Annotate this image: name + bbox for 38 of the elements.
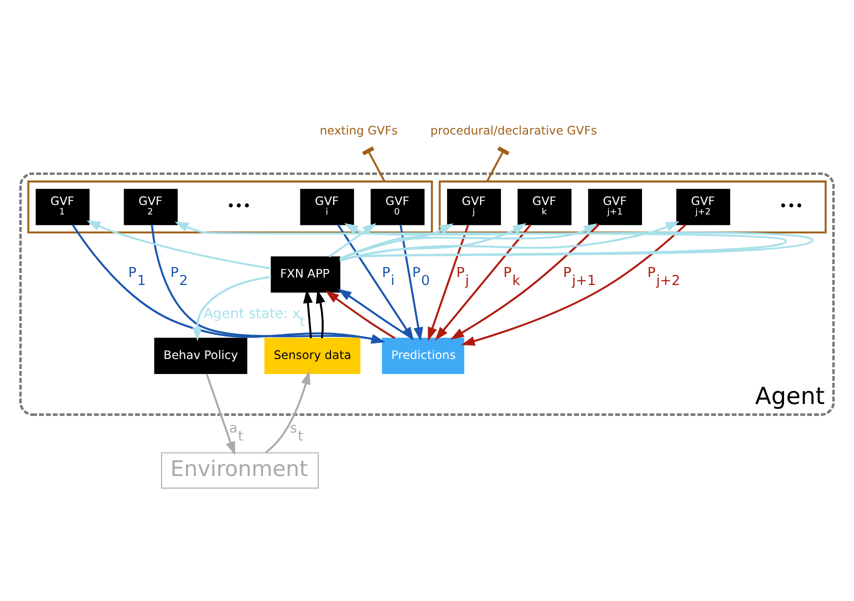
arrow: [325, 290, 396, 338]
node-text: nexting GVFs: [320, 123, 398, 138]
node-box: FXN APP: [270, 256, 340, 292]
arrow: [450, 224, 600, 340]
node-box: Predictions: [382, 337, 464, 374]
label: •••: [226, 198, 251, 214]
label: •••: [779, 198, 804, 214]
node-box: GVF j+1: [588, 188, 642, 225]
arrow: [86, 220, 272, 269]
arrow: [428, 224, 470, 341]
arrow: [339, 222, 454, 259]
arrow: [340, 220, 680, 261]
node-box: GVF 2: [124, 188, 178, 225]
arrow: [150, 224, 386, 344]
arrow: [206, 373, 236, 455]
node-text: procedural/declarative GVFs: [430, 123, 597, 138]
arrow: [461, 224, 686, 346]
node-box: GVF 0: [370, 188, 425, 225]
arrow: [338, 288, 412, 338]
node-box: Behav Policy: [154, 337, 248, 374]
arrow: [265, 370, 310, 453]
arrow: [192, 275, 272, 340]
node-box: GVF i: [300, 188, 354, 225]
connector: [486, 146, 510, 182]
arrow: [328, 222, 376, 258]
node-box: Environment: [161, 452, 319, 488]
arrow: [340, 222, 598, 260]
node-box: GVF 1: [36, 188, 90, 225]
node-box: GVF j+2: [676, 188, 730, 225]
arrow: [72, 224, 386, 344]
arrow: [174, 221, 786, 261]
node-box: Sensory data: [264, 337, 360, 374]
node-box: GVF k: [518, 188, 572, 225]
arrow: [434, 224, 532, 340]
node-box: GVF j: [447, 188, 501, 225]
arrow: [340, 222, 526, 262]
arrow: [340, 222, 813, 261]
connector: [362, 146, 386, 182]
